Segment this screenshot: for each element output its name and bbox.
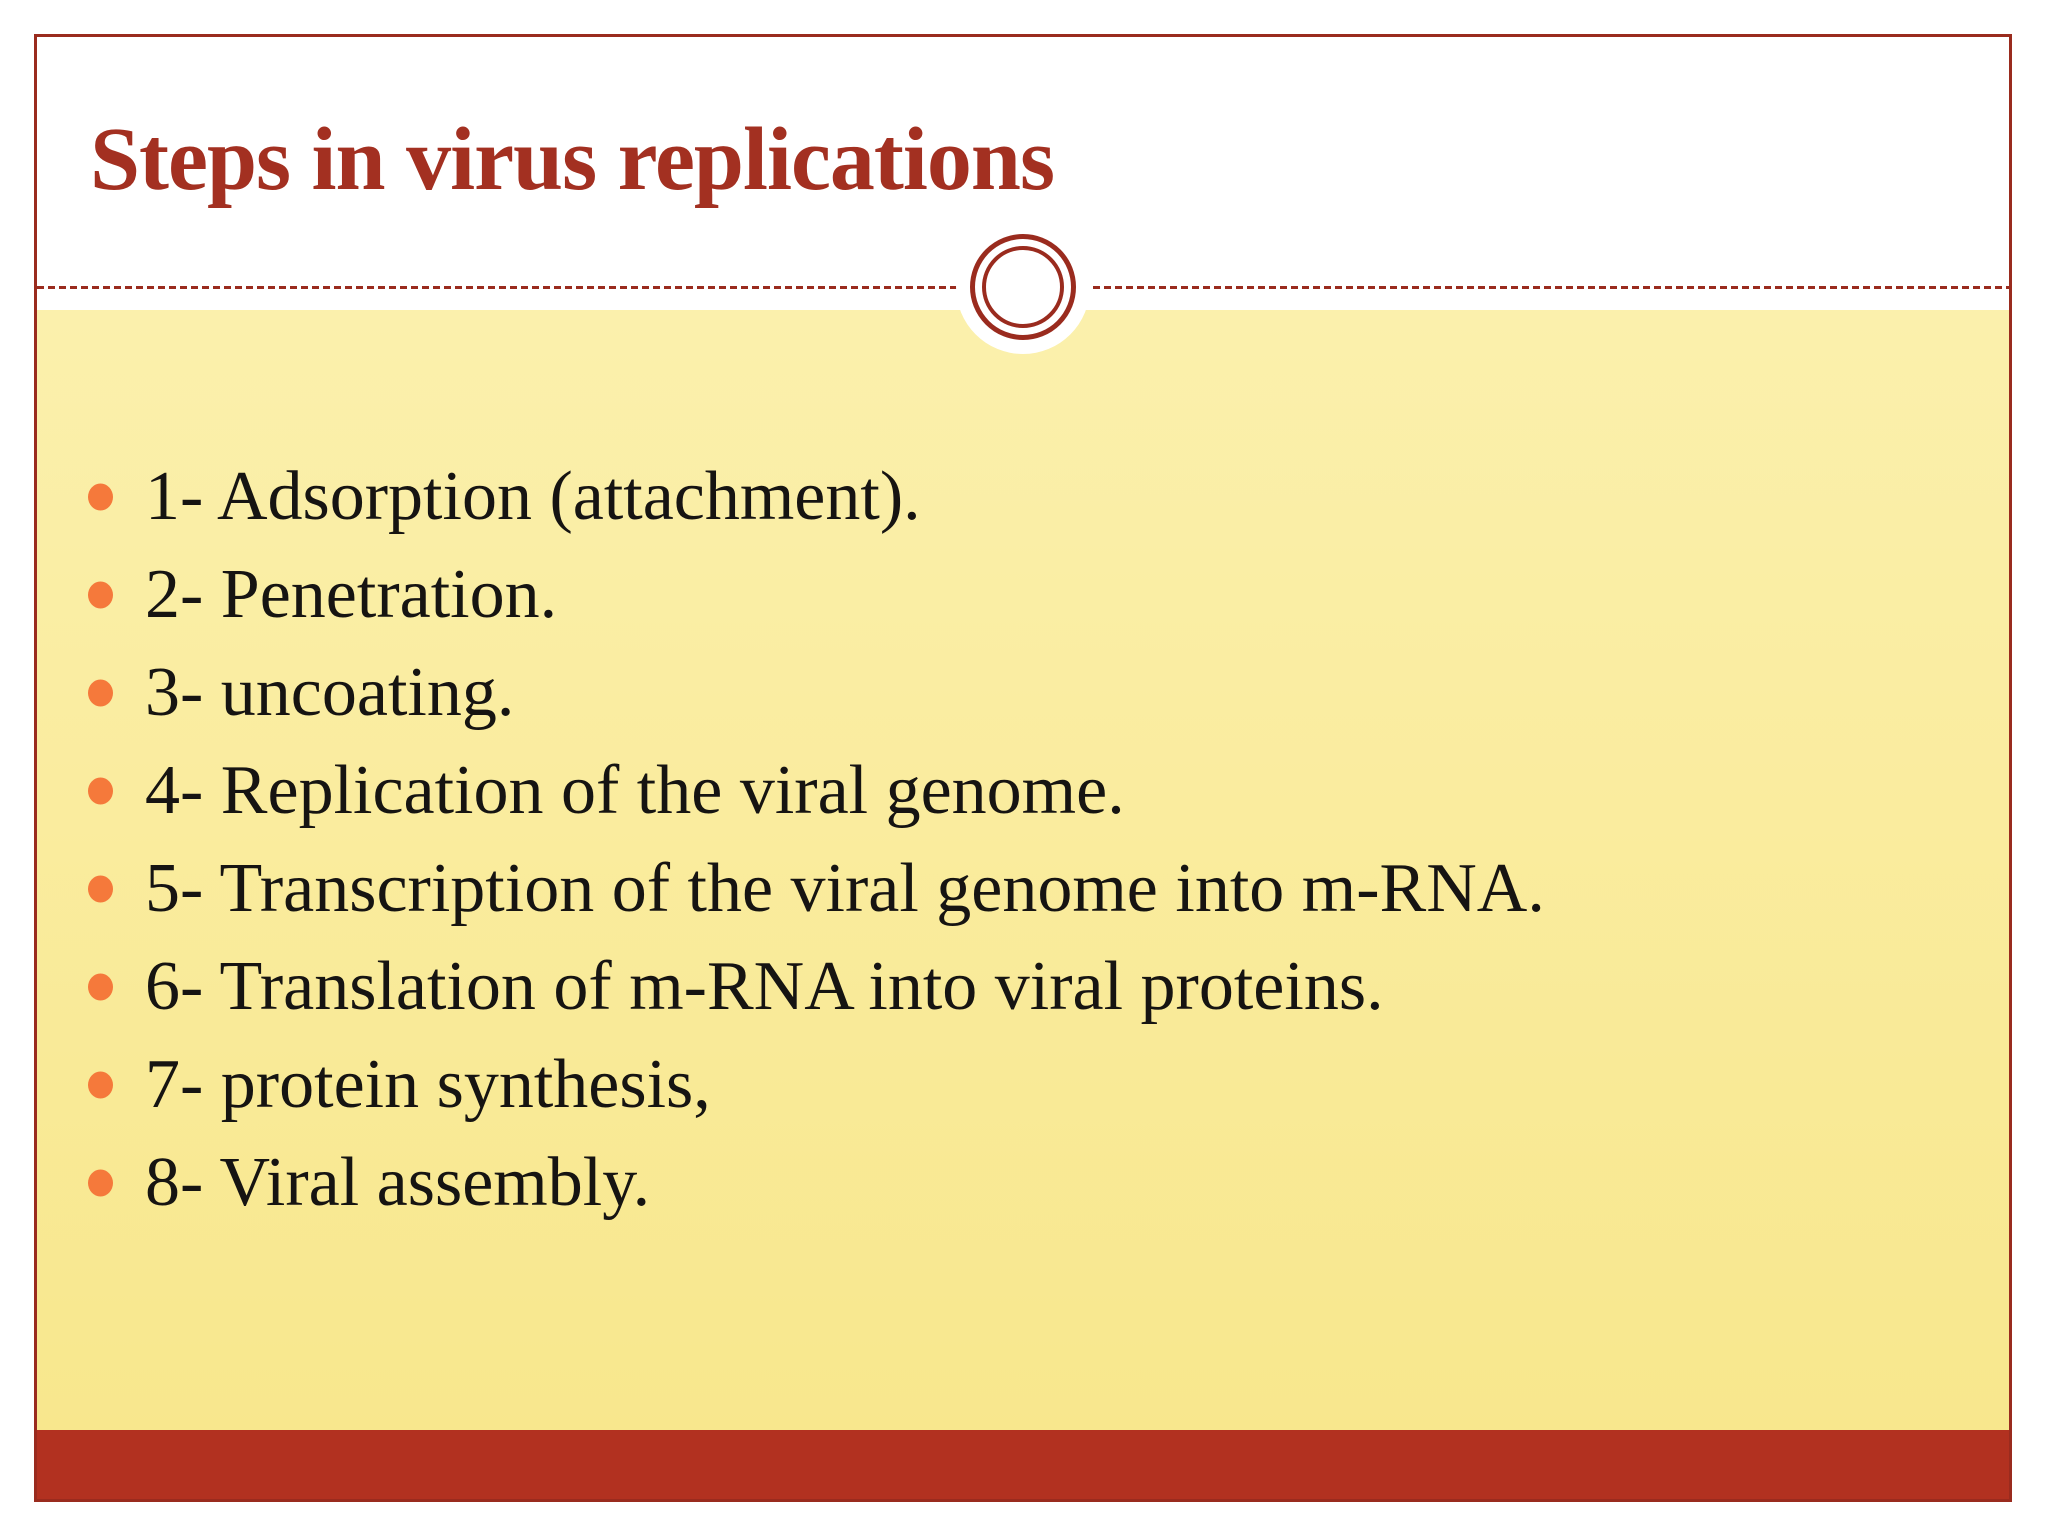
bullet-item: 7- protein synthesis, (88, 1036, 1545, 1134)
slide-title: Steps in virus replications (90, 110, 1055, 209)
bullet-text: 7- protein synthesis, (145, 1046, 711, 1123)
bullet-icon (88, 777, 113, 805)
bullet-list: 1- Adsorption (attachment). 2- Penetrati… (88, 448, 1545, 1232)
bullet-item: 2- Penetration. (88, 546, 1545, 644)
bullet-text: 5- Transcription of the viral genome int… (145, 850, 1545, 927)
bullet-text: 6- Translation of m-RNA into viral prote… (145, 948, 1384, 1025)
bullet-item: 1- Adsorption (attachment). (88, 448, 1545, 546)
bullet-text: 1- Adsorption (attachment). (145, 458, 921, 535)
double-ring-circle-icon (970, 234, 1076, 340)
bullet-text: 3- uncoating. (145, 654, 515, 731)
slide-body (37, 310, 2009, 1430)
bullet-item: 6- Translation of m-RNA into viral prote… (88, 938, 1545, 1036)
bullet-item: 4- Replication of the viral genome. (88, 742, 1545, 840)
bullet-icon (88, 875, 113, 903)
bullet-item: 5- Transcription of the viral genome int… (88, 840, 1545, 938)
bullet-icon (88, 581, 113, 609)
bullet-icon (88, 1071, 113, 1099)
bullet-item: 8- Viral assembly. (88, 1134, 1545, 1232)
bullet-icon (88, 1169, 113, 1197)
bullet-item: 3- uncoating. (88, 644, 1545, 742)
bullet-text: 4- Replication of the viral genome. (145, 752, 1125, 829)
bullet-text: 8- Viral assembly. (145, 1144, 651, 1221)
inner-ring-icon (982, 246, 1064, 328)
bullet-icon (88, 483, 113, 511)
bullet-icon (88, 679, 113, 707)
footer-bar (37, 1430, 2009, 1499)
bullet-icon (88, 973, 113, 1001)
bullet-text: 2- Penetration. (145, 556, 558, 633)
